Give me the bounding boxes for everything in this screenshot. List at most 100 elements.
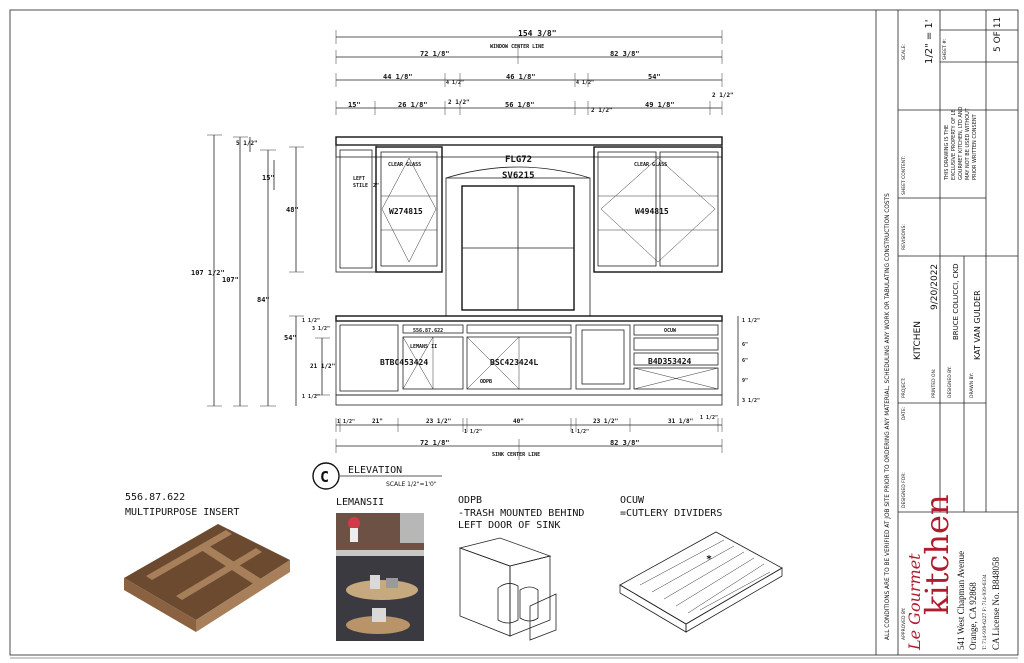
top-dimensions: 154 3/8" WINDOW CENTER LINE 72 1/8" 82 3… <box>335 29 734 115</box>
dim-1-half-a: 1 1/2" <box>302 318 320 324</box>
dim-49: 49 1/8" <box>645 101 675 109</box>
printed-on-label: PRINTED ON: <box>931 369 937 398</box>
bdim-2: 21" <box>372 418 383 425</box>
property-note: THIS DRAWING IS THE EXCLUSIVE PROPERTY O… <box>944 106 978 181</box>
bdim-6: 1 1/2" <box>571 429 589 435</box>
bdim-1: 1 1/2" <box>337 419 355 425</box>
label-w494815: W494815 <box>635 207 669 216</box>
label-btbc: BTBC453424 <box>380 358 428 367</box>
disclaimer: ALL CONDITIONS ARE TO BE VERIFIED AT JOB… <box>885 193 891 640</box>
revisions-label: REVISIONS: <box>901 224 907 250</box>
bottom-dimensions: 1 1/2" 21" 23 1/2" 1 1/2" 40" 1 1/2" 23 … <box>335 415 723 460</box>
dim-107-half: 107 1/2" <box>191 269 225 277</box>
date-label: DATE: <box>901 407 907 420</box>
right-dim-e: 3 1/2" <box>742 398 760 404</box>
detail-4-title: OCUW <box>620 495 645 506</box>
sheet-value: 5 OF 11 <box>993 17 1003 52</box>
project-label: PROJECT: <box>901 378 907 398</box>
label-left-stile-2: STILE <box>353 183 368 189</box>
dim-4b: 4 1/2" <box>576 80 594 86</box>
logo-word: kitchen <box>918 494 956 615</box>
property-note-line-4: MAY NOT BE USED WITHOUT <box>965 107 971 180</box>
elevation-tag: C ELEVATION SCALE 1/2"=1'0" <box>312 462 442 490</box>
detail-odpb: ODPB -TRASH MOUNTED BEHIND LEFT DOOR OF … <box>458 495 584 641</box>
bdim-7: 23 1/2" <box>593 418 618 425</box>
detail-1-title: 556.87.622 <box>125 492 185 503</box>
dim-5-half: 5 1/2" <box>236 140 258 147</box>
label-bsc: BSC423424L <box>490 358 538 367</box>
company-city: Orange, CA 92868 <box>968 582 978 650</box>
dim-44: 44 1/8" <box>383 73 413 81</box>
dim-4a: 4 1/2" <box>446 80 464 86</box>
dim-15-left: 15" <box>262 174 275 182</box>
dim-2c: 2 1/2" <box>712 92 734 99</box>
cabinet-elevation: 1 1/2" 6" 6" 9" 3 1/2" FLG72 SV6215 CLEA… <box>335 136 760 406</box>
detail-3-title: ODPB <box>458 495 482 506</box>
logo-script: Le Gourmet <box>905 553 924 651</box>
sink-center-line: SINK CENTER LINE <box>492 452 540 458</box>
label-clear-glass-left: CLEAR GLASS <box>388 162 421 168</box>
sheet-label: SHEET #: <box>942 39 948 60</box>
label-left-stile-dim: 2" <box>373 183 379 189</box>
dim-54: 54" <box>648 73 661 81</box>
approved-by-label: APPROVED BY: <box>901 608 907 640</box>
detail-2-title: LEMANSII <box>336 497 384 508</box>
label-lemans: LEMANS II <box>410 344 437 350</box>
project-value: KITCHEN <box>913 321 923 360</box>
dim-107: 107" <box>222 276 239 284</box>
elevation-letter: C <box>320 468 329 486</box>
bdim-4: 1 1/2" <box>464 429 482 435</box>
company-license: CA License No. B848058 <box>991 557 1001 650</box>
left-dimensions: 107 1/2" 107" 84" 48" 15" 5 1/2" 54" 21 … <box>191 134 335 407</box>
designed-by-label: DESIGNED BY: <box>947 366 953 398</box>
designed-for-label: DESIGNED FOR: <box>901 472 907 508</box>
label-w274815: W274815 <box>389 207 423 216</box>
label-556: 556.87.622 <box>413 328 443 334</box>
detail-4-subtitle: =CUTLERY DIVIDERS <box>620 508 722 519</box>
dim-1-half-b: 1 1/2" <box>302 394 320 400</box>
dim-21-half: 21 1/2" <box>310 363 335 370</box>
right-dim-d: 9" <box>742 378 748 384</box>
dim-26: 26 1/8" <box>398 101 428 109</box>
detail-3-subtitle-2: LEFT DOOR OF SINK <box>458 520 560 531</box>
dim-84: 84" <box>257 296 270 304</box>
dim-54-left: 54" <box>284 334 297 342</box>
scale-label: SCALE: <box>901 44 907 60</box>
detail-multipurpose-insert: 556.87.622 MULTIPURPOSE INSERT <box>124 492 290 632</box>
right-dim-c: 6" <box>742 358 748 364</box>
dim-48: 48" <box>286 206 299 214</box>
label-b4d: B4D353424 <box>648 357 692 366</box>
dim-15: 15" <box>348 101 361 109</box>
dim-2a: 2 1/2" <box>448 99 470 106</box>
right-dim-a: 1 1/2" <box>742 318 760 324</box>
company-address: 541 West Chapman Avenue <box>956 551 966 650</box>
bdim-8: 31 1/8" <box>668 418 693 425</box>
scale-value: 1/2" = 1' <box>924 19 935 64</box>
sheet-content-label: SHEET CONTENT: <box>901 156 907 195</box>
elevation-scale: SCALE 1/2"=1'0" <box>386 481 437 488</box>
dim-46: 46 1/8" <box>506 73 536 81</box>
bdim-9: 1 1/2" <box>700 415 718 421</box>
detail-ocuw: OCUW =CUTLERY DIVIDERS * <box>619 495 783 633</box>
printed-on-value: 9/20/2022 <box>930 264 940 310</box>
right-dim-b: 6" <box>742 342 748 348</box>
dim-3-half: 3 1/2" <box>312 326 330 332</box>
detail-lemans: LEMANSII <box>336 497 424 641</box>
drawn-by-label: DRAWN BY: <box>969 373 975 398</box>
bdim-3: 23 1/2" <box>426 418 451 425</box>
label-odpb: ODPB <box>480 379 492 385</box>
detail-1-subtitle: MULTIPURPOSE INSERT <box>125 507 239 518</box>
dim-56: 56 1/8" <box>505 101 535 109</box>
sheet-border <box>9 9 1019 656</box>
dim-overall: 154 3/8" <box>518 29 557 38</box>
dim-82-top: 82 3/8" <box>610 50 640 58</box>
property-note-line-2: EXCLUSIVE PROPERTY OF LE <box>951 110 957 180</box>
property-note-line-1: THIS DRAWING IS THE <box>944 125 950 181</box>
dim-72-top: 72 1/8" <box>420 50 450 58</box>
company-phone: T: 714-939-6227 F: 714-939-6334 <box>982 574 988 650</box>
elevation-title: ELEVATION <box>348 465 402 476</box>
bdim-5: 40" <box>513 418 524 425</box>
label-flg72: FLG72 <box>505 155 532 165</box>
window-center-line: WINDOW CENTER LINE <box>490 44 544 50</box>
property-note-line-5: PRIOR WRITTEN CONSENT <box>972 113 978 180</box>
